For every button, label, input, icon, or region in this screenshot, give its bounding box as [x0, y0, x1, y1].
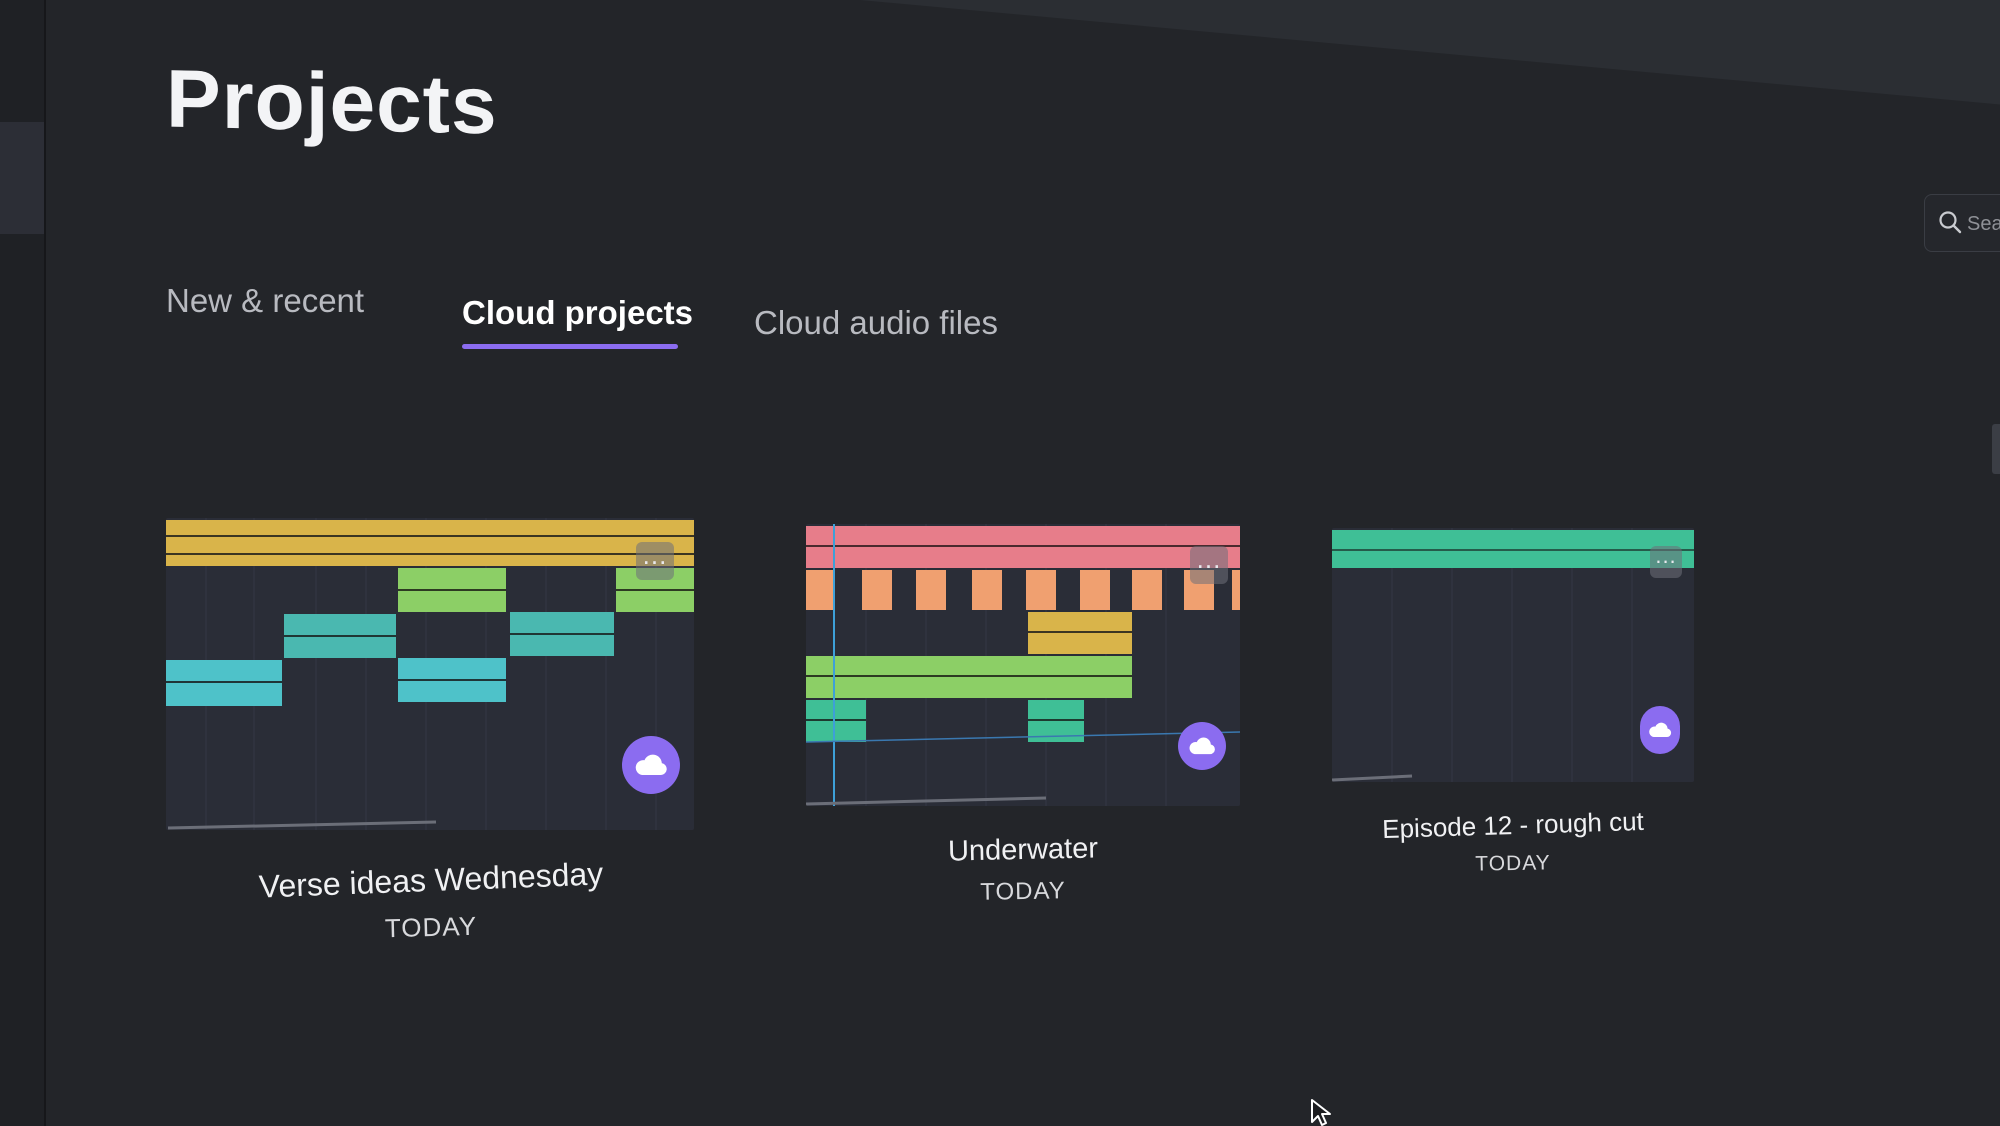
search-icon — [1939, 211, 1962, 234]
cloud-sync-badge — [1178, 722, 1226, 770]
timeline-preview — [1332, 528, 1694, 782]
project-date: TODAY — [980, 877, 1066, 906]
active-tab-indicator — [462, 344, 678, 349]
tab-new-and-recent[interactable]: New & recent — [166, 282, 365, 319]
project-title: Episode 12 - rough cut — [1381, 805, 1645, 845]
project-card-verse-ideas[interactable]: ... Verse ideas Wednesday TODAY — [166, 518, 696, 948]
project-thumbnail — [166, 518, 694, 830]
project-title: Verse ideas Wednesday — [258, 855, 604, 905]
cloud-sync-badge — [622, 736, 680, 794]
timeline-preview — [806, 524, 1240, 806]
project-date: TODAY — [1475, 851, 1551, 876]
cloud-icon — [1189, 737, 1215, 755]
sidebar-item-projects[interactable] — [0, 122, 44, 234]
project-title: Underwater — [947, 832, 1099, 868]
more-options-button[interactable]: ... — [636, 542, 674, 580]
project-thumbnail — [1332, 528, 1694, 782]
search-box[interactable] — [1924, 194, 2000, 252]
search-input[interactable] — [1965, 209, 2000, 239]
tab-bar: New & recent Cloud projects Cloud audio … — [166, 276, 1066, 356]
header-band — [860, 0, 2000, 110]
project-thumbnail — [806, 524, 1240, 806]
tab-cloud-audio-files[interactable]: Cloud audio files — [754, 304, 998, 341]
more-options-button[interactable]: ... — [1650, 545, 1682, 578]
tab-cloud-projects[interactable]: Cloud projects — [462, 294, 694, 331]
sidebar — [0, 0, 46, 1126]
project-card-underwater[interactable]: ... Underwater TODAY — [806, 524, 1240, 914]
cloud-sync-badge — [1640, 706, 1680, 754]
more-options-button[interactable]: ... — [1190, 546, 1228, 584]
page-title: Projects — [166, 53, 498, 152]
project-date: TODAY — [384, 910, 478, 944]
cloud-icon — [1649, 722, 1672, 738]
cloud-icon — [635, 754, 667, 775]
scroll-handle[interactable] — [1992, 424, 2000, 474]
mouse-pointer-icon — [1311, 1099, 1331, 1126]
timeline-preview — [166, 518, 694, 830]
project-card-episode-12[interactable]: ... Episode 12 - rough cut TODAY — [1332, 528, 1694, 888]
